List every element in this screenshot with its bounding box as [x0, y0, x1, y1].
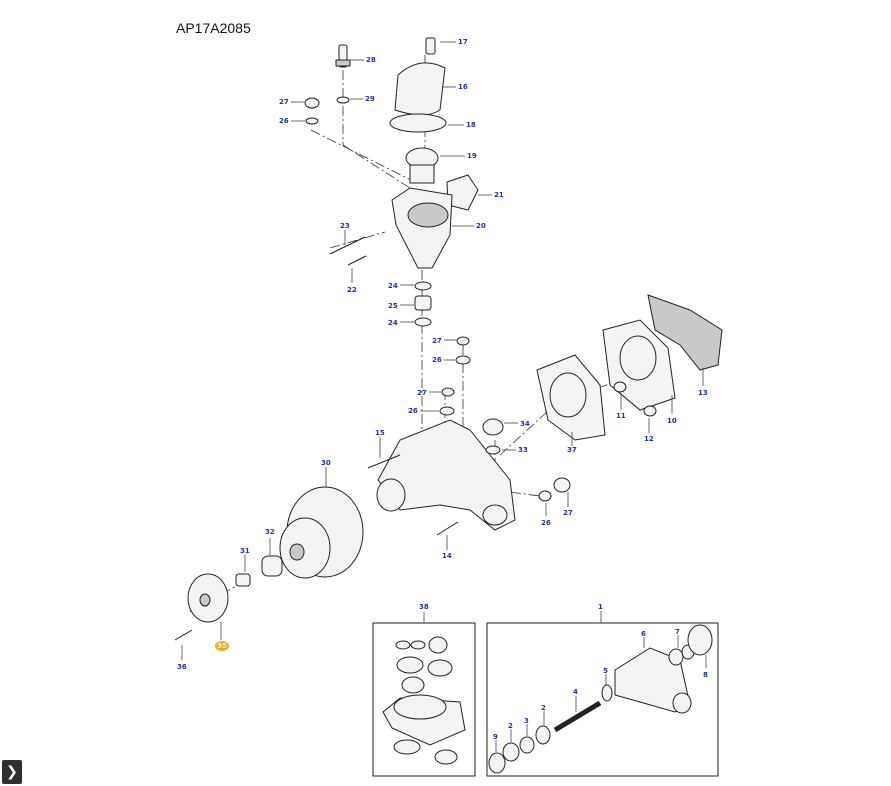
- callout-31[interactable]: 31: [240, 547, 250, 555]
- callout-15[interactable]: 15: [375, 429, 385, 437]
- callout-24-lower[interactable]: 24: [388, 319, 398, 327]
- callout-12[interactable]: 12: [644, 435, 654, 443]
- callout-36[interactable]: 36: [177, 663, 187, 671]
- callout-1[interactable]: 1: [598, 603, 603, 611]
- callout-37[interactable]: 37: [567, 446, 577, 454]
- callout-11[interactable]: 11: [616, 412, 626, 420]
- callout-26-right[interactable]: 26: [541, 519, 551, 527]
- pump-assembly-box: [486, 622, 719, 777]
- o-ring-adapter-group: [414, 281, 471, 416]
- callout-26-top[interactable]: 26: [279, 117, 289, 125]
- expand-panel-button[interactable]: ❯: [2, 760, 22, 784]
- pulley-group: [174, 486, 364, 641]
- callout-27-right[interactable]: 27: [563, 509, 573, 517]
- callout-17[interactable]: 17: [458, 38, 468, 46]
- callout-38[interactable]: 38: [419, 603, 429, 611]
- callout-30[interactable]: 30: [321, 459, 331, 467]
- callout-33[interactable]: 33: [518, 446, 528, 454]
- callout-19[interactable]: 19: [467, 152, 477, 160]
- callout-22[interactable]: 22: [347, 286, 357, 294]
- callout-25[interactable]: 25: [388, 302, 398, 310]
- callout-2-left[interactable]: 2: [508, 722, 513, 730]
- callout-13[interactable]: 13: [698, 389, 708, 397]
- callout-9[interactable]: 9: [493, 733, 498, 741]
- axis-lines: [189, 55, 649, 613]
- chevron-right-icon: ❯: [6, 764, 18, 780]
- diagram-title: AP17A2085: [176, 20, 251, 36]
- callout-5[interactable]: 5: [603, 667, 608, 675]
- callout-18[interactable]: 18: [466, 121, 476, 129]
- callout-8[interactable]: 8: [703, 671, 708, 679]
- repair-kit-box: [372, 622, 476, 777]
- callout-6[interactable]: 6: [641, 630, 646, 638]
- callout-26-mid[interactable]: 26: [432, 356, 442, 364]
- gasket-plate-group: [536, 294, 723, 441]
- callout-27-low[interactable]: 27: [417, 389, 427, 397]
- thermostat-housing-group: [304, 37, 479, 269]
- callout-27-mid[interactable]: 27: [432, 337, 442, 345]
- callout-23[interactable]: 23: [340, 222, 350, 230]
- callout-3[interactable]: 3: [524, 717, 529, 725]
- water-pump-body: [367, 418, 571, 536]
- selected-callout-badge: [215, 641, 229, 651]
- callout-4[interactable]: 4: [573, 688, 578, 696]
- callout-35[interactable]: 35: [217, 642, 227, 650]
- callout-16[interactable]: 16: [458, 83, 468, 91]
- callout-26-low[interactable]: 26: [408, 407, 418, 415]
- callout-2-right[interactable]: 2: [541, 704, 546, 712]
- callout-32[interactable]: 32: [265, 528, 275, 536]
- callout-34[interactable]: 34: [520, 420, 530, 428]
- callout-labels: 17 28 29 27 26 16 18 19 21 20 23 22 24 2…: [177, 38, 708, 752]
- callout-21[interactable]: 21: [494, 191, 504, 199]
- callout-7[interactable]: 7: [675, 628, 680, 636]
- callout-14[interactable]: 14: [442, 552, 452, 560]
- callout-27-top[interactable]: 27: [279, 98, 289, 106]
- callout-28[interactable]: 28: [366, 56, 376, 64]
- callout-20[interactable]: 20: [476, 222, 486, 230]
- callout-24-upper[interactable]: 24: [388, 282, 398, 290]
- callout-29[interactable]: 29: [365, 95, 375, 103]
- callout-10[interactable]: 10: [667, 417, 677, 425]
